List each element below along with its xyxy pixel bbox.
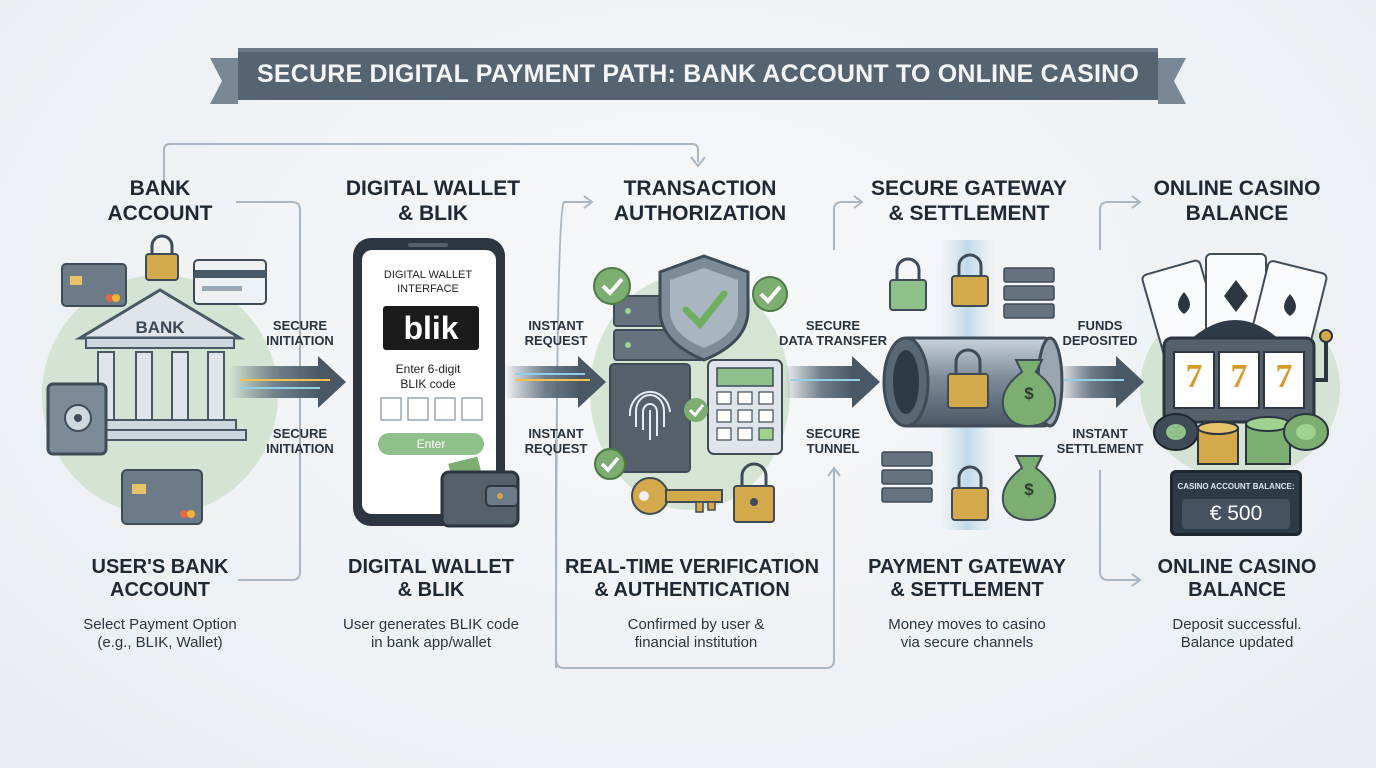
lock-icon [733,462,775,523]
money-bag-icon [1001,359,1057,428]
stage-4-description: Money moves to casino via secure channel… [888,616,1046,651]
credit-card-icon [61,263,127,307]
stage-3-subheading: REAL-TIME VERIFICATION & AUTHENTICATION [564,556,820,601]
stage-3-description: Confirmed by user & financial institutio… [627,616,765,651]
casino-balance-display: CASINO ACCOUNT BALANCE: € 500 [1170,470,1302,536]
blik-logo: blik [383,306,479,350]
check-icon [593,267,631,305]
bank-sign: BANK [135,318,185,337]
stage-1-subheading: USER'S BANK ACCOUNT [91,556,229,601]
stage-4-subheading: PAYMENT GATEWAY & SETTLEMENT [868,556,1066,601]
check-icon [684,398,708,422]
stage-3-heading: TRANSACTION AUTHORIZATION [613,177,787,225]
slot-reel-2: 7 [1230,358,1248,395]
stage-2-subheading: DIGITAL WALLET & BLIK [348,556,514,601]
credit-card-icon [193,259,267,305]
server-icon [1003,267,1055,319]
keypad-icon [707,359,783,455]
flow-lines [163,143,1142,669]
slot-machine-icon [1162,320,1333,424]
stage-4-heading: SECURE GATEWAY & SETTLEMENT [870,177,1068,225]
connector-1-bottom-label: SECURE INITIATION [266,426,334,456]
lock-icon [951,465,989,521]
connector-3-top-label: SECURE DATA TRANSFER [778,318,888,348]
slot-reel-3: 7 [1275,358,1293,395]
balance-label: CASINO ACCOUNT BALANCE: [1177,482,1295,491]
stage-5-heading: ONLINE CASINO BALANCE [1153,177,1321,225]
phone-prompt: Enter 6-digit BLIK code [395,362,461,391]
credit-card-icon [121,469,203,525]
stage-2-description: User generates BLIK code in bank app/wal… [343,616,519,651]
stage-5-description: Deposit successful. Balance updated [1172,616,1302,651]
stage-1-description: Select Payment Option (e.g., BLIK, Walle… [83,616,237,651]
money-bag-symbol: $ [1024,480,1034,499]
stage-1-heading: BANK ACCOUNT [107,177,213,225]
connector-2-bottom-label: INSTANT REQUEST [524,426,588,456]
check-icon [752,276,788,312]
money-bag-symbol: $ [1024,384,1034,403]
wallet-icon [440,456,520,528]
connector-3-bottom-label: SECURE TUNNEL [805,426,861,456]
title-banner [210,48,1186,104]
lock-icon [145,234,179,281]
lock-icon [947,348,989,409]
lock-icon [951,253,989,307]
casino-chips-icon [1153,413,1329,465]
safe-icon [46,382,108,456]
phone-header: DIGITAL WALLET INTERFACE [383,269,473,295]
stage-5-subheading: ONLINE CASINO BALANCE [1157,556,1317,601]
shield-check-icon [658,254,750,362]
connector-4-bottom-label: INSTANT SETTLEMENT [1056,426,1144,456]
connector-2-top-label: INSTANT REQUEST [524,318,588,348]
key-icon [631,477,723,515]
server-icon [881,451,933,503]
stage-2-heading: DIGITAL WALLET & BLIK [345,177,521,225]
connector-1-top-label: SECURE INITIATION [266,318,334,348]
phone-enter-button[interactable]: Enter [378,433,484,455]
lock-icon [889,257,927,311]
check-icon [594,448,626,480]
page-title: SECURE DIGITAL PAYMENT PATH: BANK ACCOUN… [257,59,1139,88]
money-bag-icon [1001,455,1057,522]
bank-building-icon [73,288,247,441]
slot-reel-1: 7 [1185,358,1203,395]
fingerprint-icon [609,363,691,473]
connector-4-top-label: FUNDS DEPOSITED [1062,318,1138,348]
flow-arrows [230,356,1144,408]
balance-value: € 500 [1182,499,1290,529]
